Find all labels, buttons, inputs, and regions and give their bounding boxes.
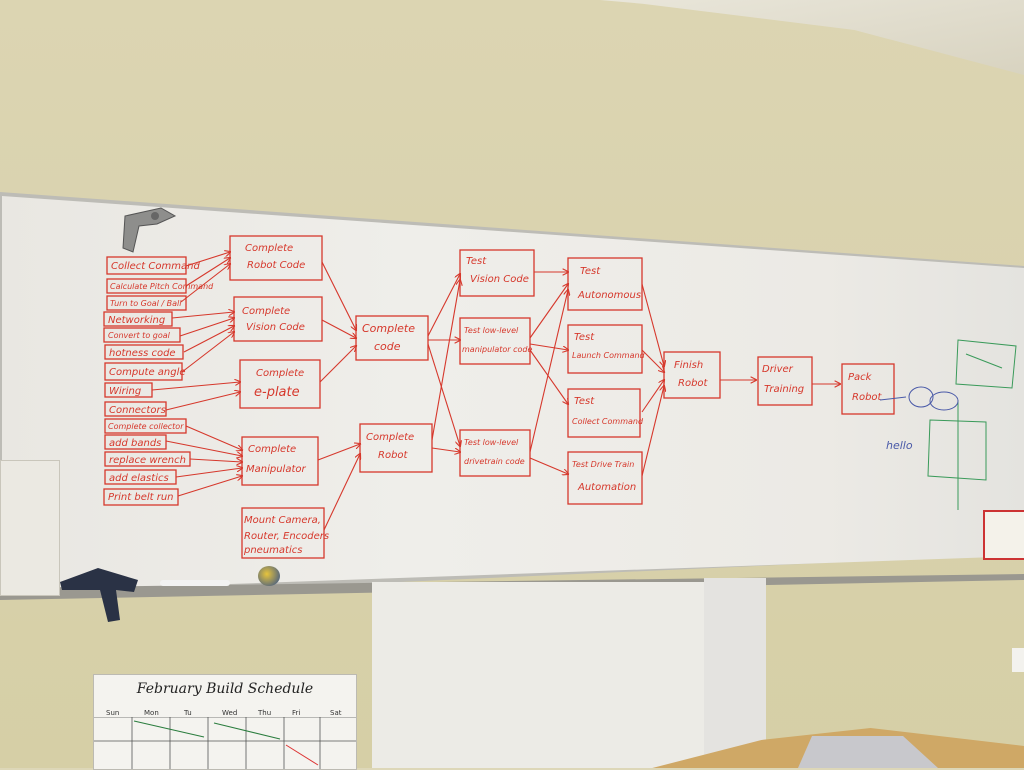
input-label: hotness code xyxy=(109,348,176,359)
right-sketch xyxy=(879,339,1017,510)
input-label: Collect Command xyxy=(111,261,200,272)
paper-sheet xyxy=(0,460,60,596)
task-manipulator-line1: Complete xyxy=(248,444,296,455)
task-boxes: Complete Robot Code Complete Vision Code… xyxy=(229,235,895,559)
input-label: add elastics xyxy=(109,473,169,484)
task-eplate-line2: e-plate xyxy=(254,385,300,400)
input-label: Turn to Goal / Ball xyxy=(110,299,182,308)
task-driver-training-line2: Training xyxy=(764,384,804,395)
input-label: Compute angle xyxy=(109,367,186,378)
task-complete-code-line1: Complete xyxy=(362,322,415,335)
note-sticker xyxy=(983,510,1024,560)
calendar-day: Tu xyxy=(184,709,192,717)
input-label: Print belt run xyxy=(108,492,174,503)
input-boxes: Collect Command Calculate Pitch Command … xyxy=(103,256,214,506)
task-complete-code-line2: code xyxy=(374,340,401,353)
task-driver-training-line1: Driver xyxy=(762,364,794,375)
task-mount-line3: pneumatics xyxy=(243,545,302,556)
white-panel xyxy=(372,582,704,768)
foam-panel xyxy=(704,578,766,768)
input-label: Calculate Pitch Command xyxy=(110,282,214,291)
task-test-collect-line1: Test xyxy=(574,396,595,407)
eraser-cloth xyxy=(60,568,138,622)
task-test-drivetrain-line1: Test low-level xyxy=(464,438,519,447)
task-eplate-line1: Complete xyxy=(256,368,304,379)
wall-outlet xyxy=(1012,648,1024,672)
task-test-manip-line1: Test low-level xyxy=(464,326,519,335)
calendar-day: Wed xyxy=(222,709,238,717)
marker[interactable] xyxy=(160,580,230,586)
build-schedule-calendar: February Build Schedule Sun Mon Tu Wed T… xyxy=(93,674,357,770)
calendar-day: Mon xyxy=(144,709,159,717)
calendar-grid xyxy=(94,717,356,769)
task-complete-robot-line2: Robot xyxy=(378,450,409,461)
task-test-auto-line2: Autonomous xyxy=(577,290,641,301)
input-label: Networking xyxy=(108,315,165,326)
task-test-drive-auto-line2: Automation xyxy=(577,482,636,493)
task-finish-robot-line1: Finish xyxy=(674,360,703,371)
task-robot-code-line1: Complete xyxy=(245,243,293,254)
task-complete-robot-line1: Complete xyxy=(366,432,414,443)
task-finish-robot-line2: Robot xyxy=(678,378,709,389)
task-test-manip-line2: manipulator code xyxy=(462,345,532,354)
calendar-day: Sun xyxy=(106,709,120,717)
task-pack-robot-line1: Pack xyxy=(848,372,873,383)
calendar-day: Sat xyxy=(330,709,342,717)
input-label: Wiring xyxy=(109,386,141,397)
calendar-day: Fri xyxy=(292,709,301,717)
task-test-launch-line2: Launch Command xyxy=(572,351,646,360)
input-label: Complete collector xyxy=(108,422,184,431)
ball xyxy=(258,566,280,586)
input-label: add bands xyxy=(109,438,161,449)
side-note-text: hello xyxy=(886,439,913,452)
whiteboard xyxy=(2,196,1024,592)
task-robot-code-line2: Robot Code xyxy=(247,260,305,271)
task-vision-code-line2: Vision Code xyxy=(246,322,305,333)
input-label: Convert to goal xyxy=(108,331,171,340)
task-test-auto-line1: Test xyxy=(580,266,601,277)
task-test-launch-line1: Test xyxy=(574,332,595,343)
board-clamp xyxy=(122,207,177,253)
calendar-title: February Build Schedule xyxy=(136,681,314,697)
calendar-day: Thu xyxy=(258,709,272,717)
task-pack-robot-line2: Robot xyxy=(852,392,883,403)
task-vision-code-line1: Complete xyxy=(242,306,290,317)
task-manipulator-line2: Manipulator xyxy=(246,464,307,475)
input-label: Connectors xyxy=(109,405,166,416)
task-test-drivetrain-line2: drivetrain code xyxy=(464,457,525,466)
task-test-vision-line1: Test xyxy=(466,256,487,267)
task-test-drive-auto-line1: Test Drive Train xyxy=(572,460,634,469)
task-test-collect-line2: Collect Command xyxy=(572,417,644,426)
task-mount-line1: Mount Camera, xyxy=(244,515,321,526)
task-mount-line2: Router, Encoders xyxy=(244,531,329,542)
input-label: replace wrench xyxy=(109,455,186,466)
task-test-vision-line2: Vision Code xyxy=(470,274,529,285)
arrows xyxy=(151,252,840,531)
